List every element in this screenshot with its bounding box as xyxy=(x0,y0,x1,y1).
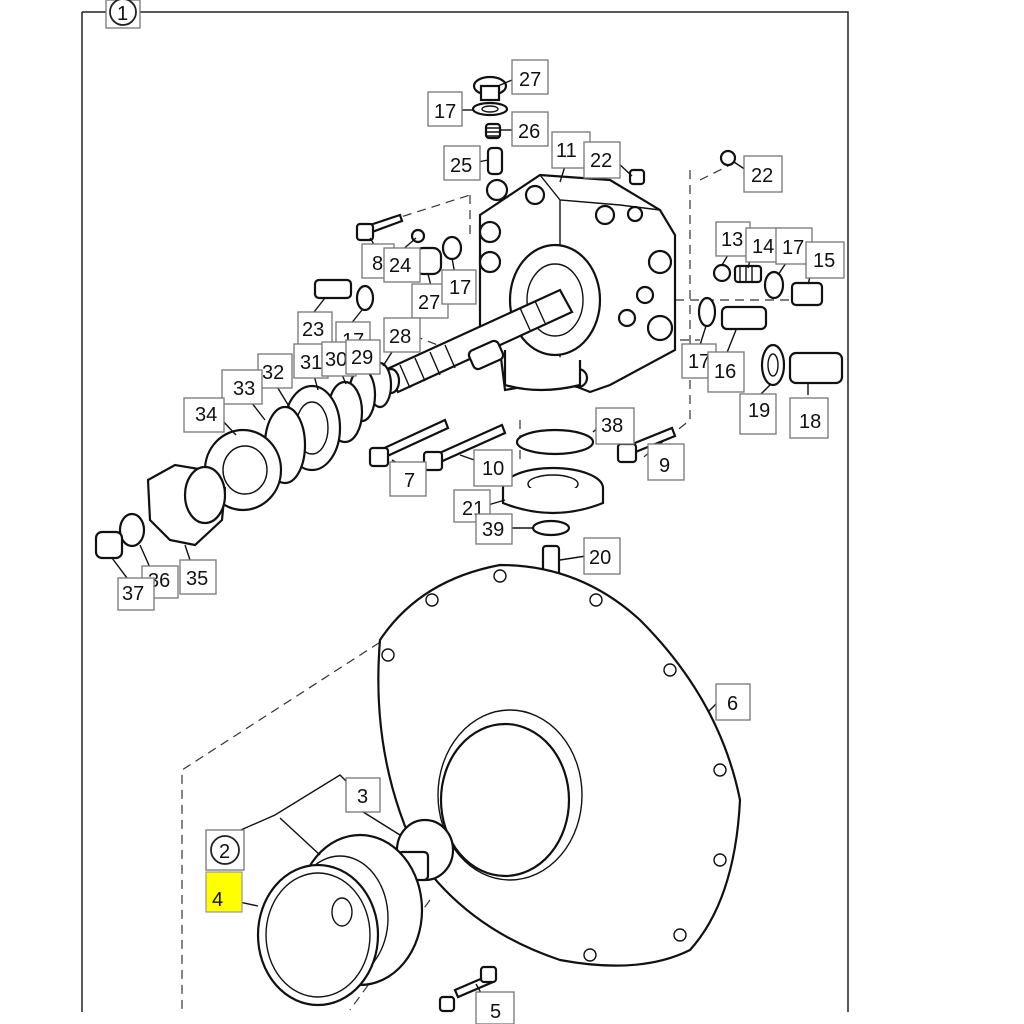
callout-c9: 9 xyxy=(647,443,685,481)
group-marker-2-label: 2 xyxy=(219,841,230,863)
callout-c14: 14 xyxy=(745,227,781,263)
svg-text:31: 31 xyxy=(300,352,322,374)
svg-text:27: 27 xyxy=(519,69,541,91)
svg-text:28: 28 xyxy=(389,326,411,348)
callout-c25: 25 xyxy=(443,145,481,181)
svg-text:7: 7 xyxy=(404,470,415,492)
callout-c16: 16 xyxy=(707,351,745,393)
callout-c17b: 17 xyxy=(441,269,477,305)
svg-text:9: 9 xyxy=(659,455,670,477)
svg-text:17: 17 xyxy=(434,101,456,123)
svg-text:27: 27 xyxy=(418,292,440,314)
svg-text:16: 16 xyxy=(714,361,736,383)
callout-c5: 5 xyxy=(475,991,515,1024)
svg-text:35: 35 xyxy=(186,568,208,590)
callout-c4: 4 xyxy=(205,871,243,913)
shaft-bearings-seals xyxy=(203,361,393,512)
valve-housing xyxy=(478,173,677,394)
relief-valve-parts xyxy=(471,75,509,176)
callout-c32: 32 xyxy=(257,353,293,389)
svg-text:5: 5 xyxy=(490,1001,501,1023)
callout-c7: 7 xyxy=(389,461,427,497)
transmission-cover xyxy=(377,563,742,967)
svg-text:39: 39 xyxy=(482,519,504,541)
callout-c20: 20 xyxy=(583,537,621,575)
callout-c24: 24 xyxy=(383,247,421,283)
svg-text:20: 20 xyxy=(589,547,611,569)
callout-c26: 26 xyxy=(511,111,549,147)
cover-plate-parts xyxy=(501,428,605,607)
svg-text:38: 38 xyxy=(601,415,623,437)
callout-c38: 38 xyxy=(595,407,635,445)
callout-c22b: 22 xyxy=(743,155,783,193)
svg-text:18: 18 xyxy=(799,411,821,433)
callout-c19: 19 xyxy=(739,393,777,435)
drive-yoke xyxy=(94,463,227,560)
frame-border xyxy=(81,11,849,1012)
svg-text:32: 32 xyxy=(262,362,284,384)
callout-c28: 28 xyxy=(383,317,421,353)
svg-text:14: 14 xyxy=(752,236,774,258)
clutch-piston xyxy=(256,818,455,1007)
svg-text:29: 29 xyxy=(351,347,373,369)
callout-c18: 18 xyxy=(789,397,829,439)
svg-text:13: 13 xyxy=(721,229,743,251)
callout-c3: 3 xyxy=(345,777,381,813)
callout-c37: 37 xyxy=(117,577,155,611)
callout-c23: 23 xyxy=(297,311,333,347)
group-marker-1: 1 xyxy=(105,0,141,29)
side-valve-parts xyxy=(697,263,844,387)
group-marker-2: 2 xyxy=(205,829,245,871)
callout-c6: 6 xyxy=(715,683,751,721)
svg-text:33: 33 xyxy=(233,378,255,400)
svg-text:17: 17 xyxy=(688,351,710,373)
svg-text:22: 22 xyxy=(751,165,773,187)
svg-text:23: 23 xyxy=(302,319,324,341)
bolts xyxy=(355,213,677,1013)
svg-text:15: 15 xyxy=(813,250,835,272)
group-marker-1-label: 1 xyxy=(117,3,128,25)
svg-text:34: 34 xyxy=(195,404,217,426)
callout-c15: 15 xyxy=(805,241,845,279)
callout-c33: 33 xyxy=(221,369,263,405)
svg-text:4: 4 xyxy=(212,889,223,911)
svg-text:26: 26 xyxy=(518,121,540,143)
svg-text:17: 17 xyxy=(449,277,471,299)
callout-c29: 29 xyxy=(345,339,381,375)
svg-text:25: 25 xyxy=(450,155,472,177)
callout-c22a: 22 xyxy=(583,141,621,179)
svg-text:24: 24 xyxy=(389,255,411,277)
svg-text:22: 22 xyxy=(590,150,612,172)
housing-fittings xyxy=(313,149,737,312)
callout-c17a: 17 xyxy=(427,91,463,127)
svg-text:19: 19 xyxy=(748,400,770,422)
svg-text:37: 37 xyxy=(122,583,144,605)
callout-c27a: 27 xyxy=(511,59,549,95)
callout-c10: 10 xyxy=(473,449,513,487)
callout-c39: 39 xyxy=(475,513,513,545)
svg-text:6: 6 xyxy=(727,693,738,715)
svg-text:30: 30 xyxy=(325,349,347,371)
callout-c34: 34 xyxy=(183,397,225,433)
svg-text:3: 3 xyxy=(357,786,368,808)
callout-c13: 13 xyxy=(715,221,751,257)
callout-c35: 35 xyxy=(179,559,217,595)
svg-text:11: 11 xyxy=(556,140,577,162)
svg-text:10: 10 xyxy=(482,458,504,480)
svg-text:8: 8 xyxy=(372,253,383,275)
svg-text:17: 17 xyxy=(782,237,804,259)
